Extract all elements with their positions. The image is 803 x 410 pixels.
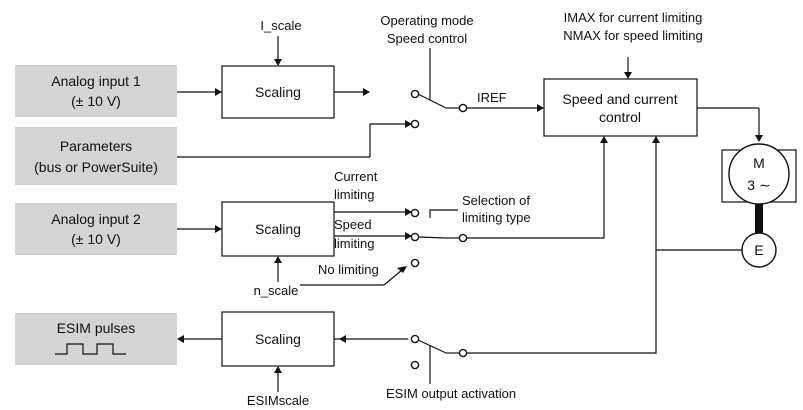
- switch-contact-speed: [410, 232, 420, 242]
- current-limiting-label-1: Current: [334, 169, 378, 184]
- analog-input-2-box: [15, 203, 177, 255]
- parameters-label: Parameters: [60, 138, 132, 154]
- current-limiting-label-2: limiting: [334, 187, 374, 202]
- arrow-head: [274, 59, 282, 66]
- arrow-head: [652, 136, 660, 143]
- esim-scale-label: ESIMscale: [247, 393, 309, 408]
- nmax-label: NMAX for speed limiting: [563, 28, 702, 43]
- esim-activation-switch: [417, 339, 447, 354]
- speed-limiting-label-2: limiting: [334, 236, 374, 251]
- speed-control-label: Speed control: [387, 31, 467, 46]
- switch-contact-none: [410, 258, 420, 268]
- imax-label: IMAX for current limiting: [564, 10, 703, 25]
- arrow-head: [405, 232, 412, 240]
- no-limiting-label: No limiting: [318, 262, 379, 277]
- pulse-train-icon: [55, 343, 126, 355]
- analog-input-2-range: (± 10 V): [71, 231, 121, 247]
- esim-pulses-label: ESIM pulses: [57, 320, 136, 336]
- speed-current-control-block: [543, 78, 698, 137]
- i-scale-label: I_scale: [260, 18, 301, 33]
- scaling-middle-label: Scaling: [255, 221, 301, 237]
- switch-contact-esim-on: [410, 334, 420, 344]
- esim-activation-label: ESIM output activation: [386, 386, 516, 401]
- selection-label-2: limiting type: [462, 210, 531, 225]
- arrow-head: [274, 366, 282, 373]
- encoder-letter: E: [754, 242, 763, 258]
- arrow-head: [397, 266, 407, 273]
- motor-icon: [728, 143, 790, 205]
- arrow-head: [177, 335, 184, 343]
- selection-label-1: Selection of: [462, 193, 530, 208]
- arrow-head: [215, 225, 222, 233]
- switch-contact-esim-feedback: [458, 348, 468, 358]
- analog-input-1-range: (± 10 V): [71, 93, 121, 109]
- switch-contact-esim-off: [410, 360, 420, 370]
- iref-label: IREF: [477, 90, 507, 105]
- parameters-source: (bus or PowerSuite): [34, 159, 158, 175]
- arrow-head: [405, 120, 412, 128]
- n-scale-label: n_scale: [254, 283, 299, 298]
- arrow-head: [339, 335, 346, 343]
- speed-limiting-label-1: Speed: [334, 217, 372, 232]
- switch-contact-limit-out: [458, 233, 468, 243]
- arrow-head: [274, 256, 282, 263]
- motor-shaft: [755, 204, 763, 234]
- arrow-head: [363, 88, 370, 96]
- arrow-head: [624, 72, 632, 79]
- switch-contact-parameters: [410, 119, 420, 129]
- parameters-box: [15, 127, 177, 185]
- analog-input-1-box: [15, 65, 177, 117]
- control-label-line1: Speed and current: [562, 91, 677, 107]
- operating-mode-switch: [417, 93, 447, 109]
- analog-input-2-label: Analog input 2: [51, 211, 141, 227]
- arrow-head: [755, 135, 763, 142]
- scaling-bottom-label: Scaling: [255, 331, 301, 347]
- switch-contact-current: [410, 208, 420, 218]
- switch-contact-analog1: [410, 89, 420, 99]
- arrow-head: [537, 104, 544, 112]
- motor-letter: M: [753, 155, 765, 171]
- arrow-head: [215, 88, 222, 96]
- analog-input-1-label: Analog input 1: [51, 73, 141, 89]
- esim-pulses-box: [15, 313, 177, 365]
- switch-contact-iref: [458, 103, 468, 113]
- operating-mode-label: Operating mode: [380, 13, 473, 28]
- control-label-line2: control: [599, 109, 641, 125]
- scaling-top-label: Scaling: [255, 84, 301, 100]
- arrow-head: [405, 208, 412, 216]
- arrow-head: [600, 136, 608, 143]
- limiting-type-switch: [417, 236, 447, 239]
- motor-phase: 3 ∼: [747, 177, 770, 193]
